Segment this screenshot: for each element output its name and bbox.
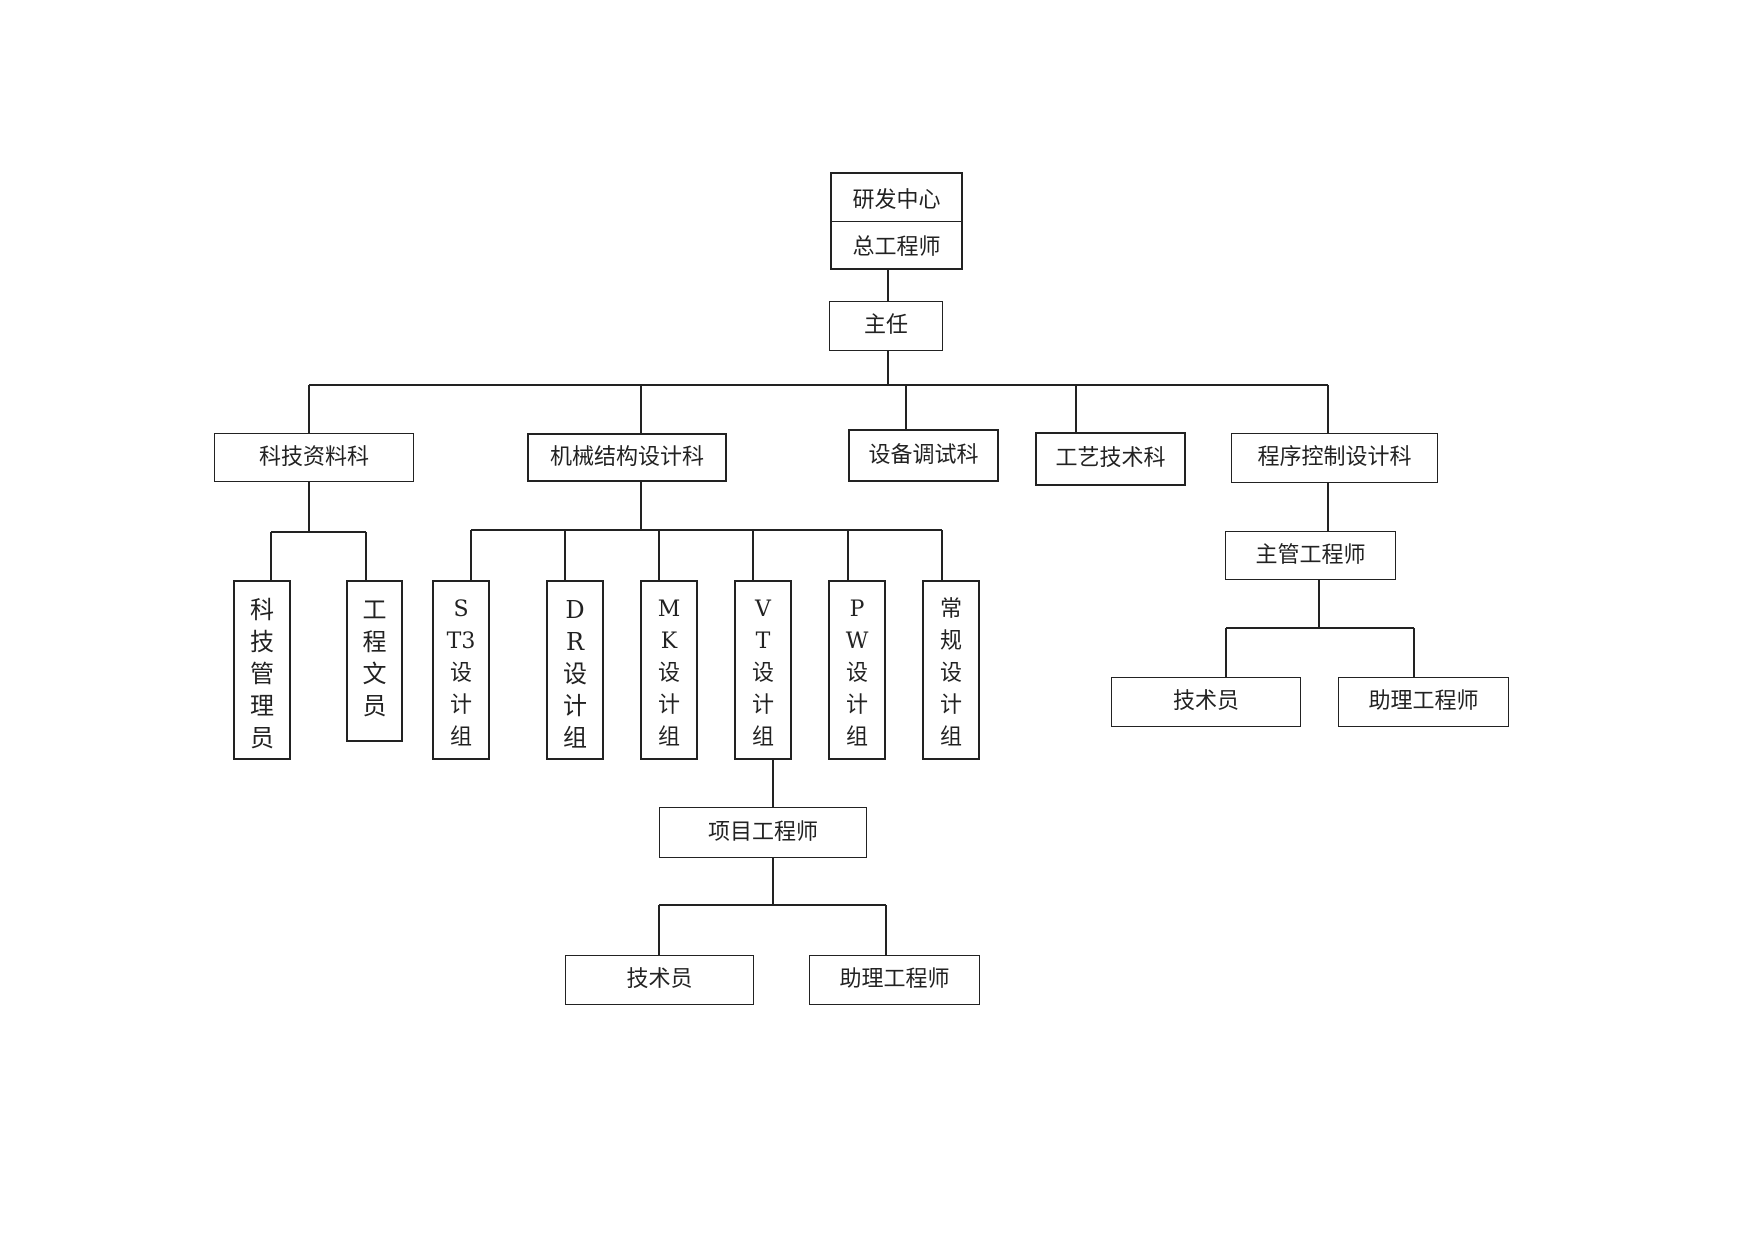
department-mech-design: 机械结构设计科 <box>527 433 727 482</box>
group-dr: D R 设 计 组 <box>546 580 604 760</box>
root-node: 研发中心 总工程师 <box>830 172 963 270</box>
department-process-tech: 工艺技术科 <box>1035 432 1186 486</box>
char: 计 <box>657 693 680 718</box>
char: 设 <box>449 661 472 686</box>
char: 组 <box>751 725 774 750</box>
char: 常 <box>939 597 962 622</box>
char: 设 <box>751 661 774 686</box>
group-mk: M K 设 计 组 <box>640 580 698 760</box>
char: V <box>755 597 771 622</box>
char: 组 <box>657 725 680 750</box>
char: 计 <box>563 692 587 720</box>
char: 科 <box>250 596 274 624</box>
char: 文 <box>362 660 387 688</box>
char: 员 <box>250 724 274 752</box>
char: 员 <box>362 692 387 720</box>
char: 计 <box>449 693 472 718</box>
char: 程 <box>362 628 387 656</box>
char: 规 <box>939 629 962 654</box>
tech-info-clerk: 工 程 文 员 <box>346 580 403 742</box>
char: 组 <box>563 724 587 752</box>
char: 设 <box>939 661 962 686</box>
chief-technician: 技术员 <box>1111 677 1301 727</box>
char: 管 <box>250 660 274 688</box>
char: R <box>565 628 585 656</box>
char: 工 <box>362 596 387 624</box>
group-general: 常 规 设 计 组 <box>922 580 980 760</box>
tech-info-manager: 科 技 管 理 员 <box>233 580 291 760</box>
char: 理 <box>250 692 274 720</box>
char: D <box>565 596 585 624</box>
chief-assistant-engineer: 助理工程师 <box>1338 677 1509 727</box>
project-technician: 技术员 <box>565 955 754 1005</box>
char: T3 <box>446 629 476 654</box>
char: K <box>660 629 678 654</box>
group-st3: S T3 设 计 组 <box>432 580 490 760</box>
department-equip-debug: 设备调试科 <box>848 429 999 482</box>
group-vt: V T 设 计 组 <box>734 580 792 760</box>
char: 计 <box>751 693 774 718</box>
group-pw: P W 设 计 组 <box>828 580 886 760</box>
char: 计 <box>845 693 868 718</box>
department-program-ctrl: 程序控制设计科 <box>1231 433 1438 483</box>
char: 设 <box>657 661 680 686</box>
char: 设 <box>845 661 868 686</box>
director-node: 主任 <box>829 301 943 351</box>
char: 组 <box>449 725 472 750</box>
char: T <box>755 629 771 654</box>
char: P <box>849 597 865 622</box>
char: S <box>453 597 469 622</box>
char: 设 <box>563 660 587 688</box>
char: 计 <box>939 693 962 718</box>
chief-engineer: 主管工程师 <box>1225 531 1396 580</box>
project-assistant-engineer: 助理工程师 <box>809 955 980 1005</box>
project-engineer: 项目工程师 <box>659 807 867 858</box>
char: 组 <box>845 725 868 750</box>
char: 组 <box>939 725 962 750</box>
char: 技 <box>250 628 274 656</box>
char: W <box>845 629 869 654</box>
root-top-label: 研发中心 <box>832 174 961 222</box>
department-tech-info: 科技资料科 <box>214 433 414 482</box>
root-bottom-label: 总工程师 <box>852 235 941 260</box>
char: M <box>657 597 681 622</box>
